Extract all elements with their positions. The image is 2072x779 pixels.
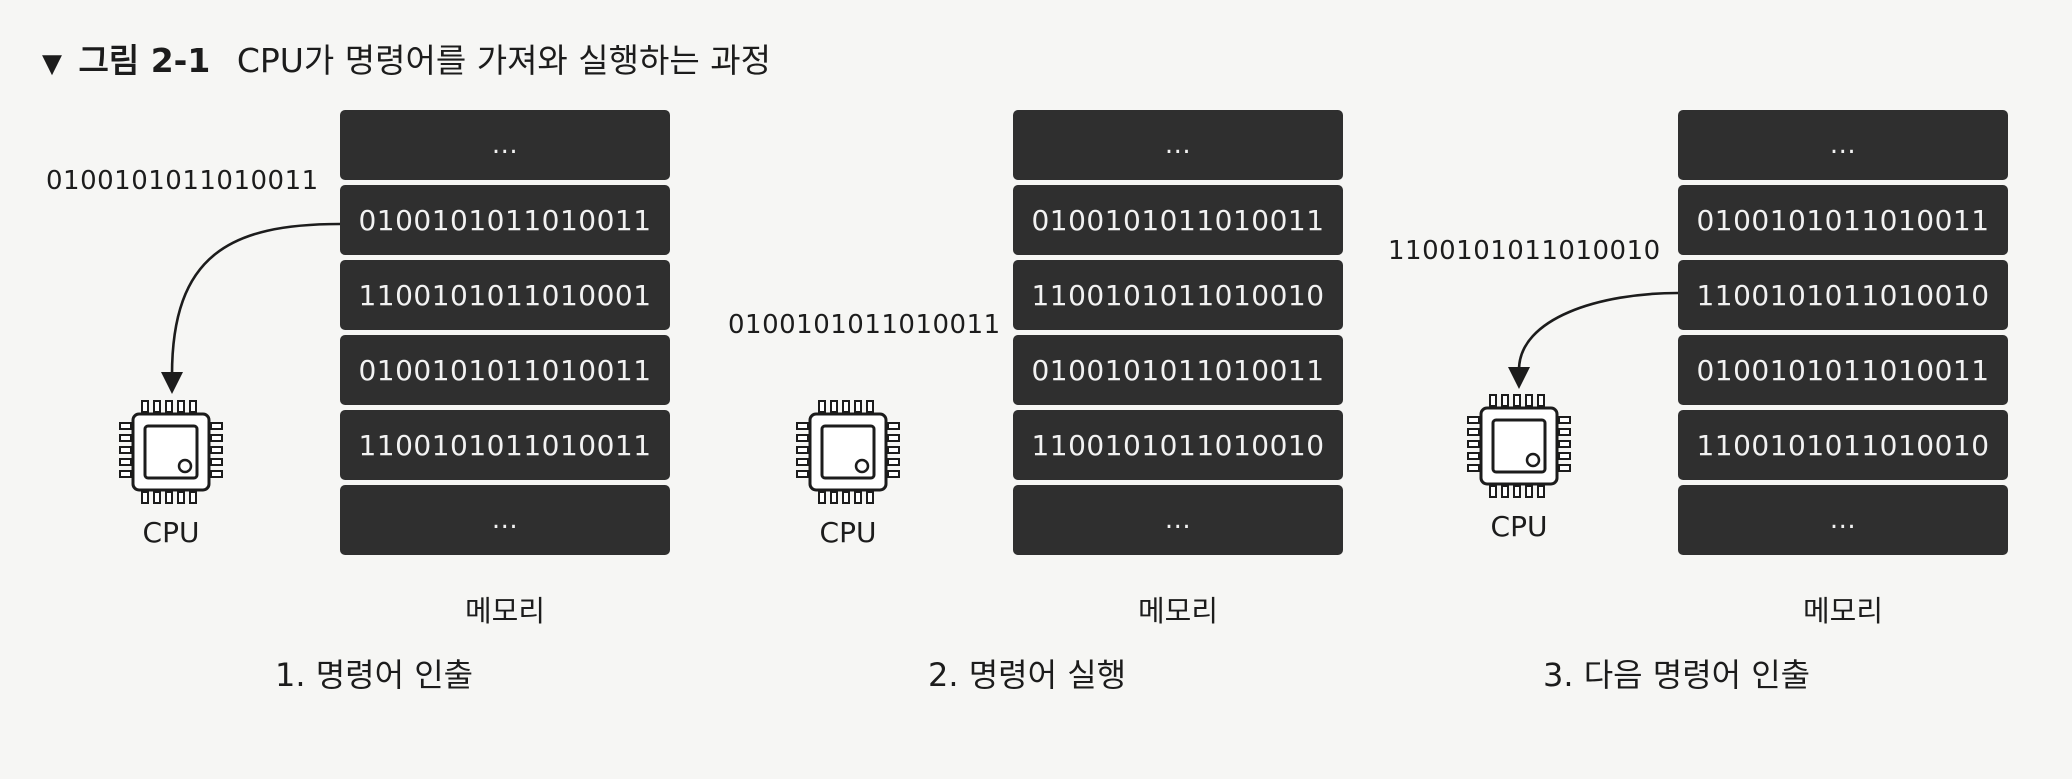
fetched-instruction: 0100101011010011 [46,166,319,196]
step-label: 1. 명령어 인출 [275,656,474,694]
figure-caption: ▼ 그림 2-1 CPU가 명령어를 가져와 실행하는 과정 [42,34,771,82]
cpu-label: CPU [819,516,877,549]
memory-cell: 0100101011010011 [1013,185,1343,255]
memory-cell: ... [1678,485,2008,555]
memory-label: 메모리 [1137,594,1219,628]
memory-cell: 1100101011010010 [1013,410,1343,480]
memory-cell: 0100101011010011 [1678,335,2008,405]
step-label: 3. 다음 명령어 인출 [1543,656,1811,694]
memory-cell: ... [340,485,670,555]
memory-cell: ... [340,110,670,180]
caption-marker: ▼ [42,49,62,79]
panel-next-fetch: 1100101011010010 ... 0100101011010011 11… [1345,0,2025,779]
memory-cell: 1100101011010010 [1678,410,2008,480]
caption-text: CPU가 명령어를 가져와 실행하는 과정 [236,41,771,80]
memory-cell: 1100101011010010 [1013,260,1343,330]
next-instruction: 1100101011010010 [1388,236,1661,266]
memory-cell: 0100101011010011 [340,335,670,405]
caption-label: 그림 2-1 [78,41,211,80]
panel-fetch: 0100101011010011 ... 0100101011010011 11… [0,0,680,779]
memory-cell: 1100101011010010 [1678,260,2008,330]
step-label: 2. 명령어 실행 [928,656,1127,694]
executing-instruction: 0100101011010011 [728,310,1001,340]
memory-label: 메모리 [1802,594,1884,628]
memory-cell: 0100101011010011 [340,185,670,255]
memory-cell: 1100101011010001 [340,260,670,330]
memory-cell: ... [1013,110,1343,180]
memory-cell: 0100101011010011 [1678,185,2008,255]
cpu-chip-icon [796,400,900,504]
cpu-label: CPU [1490,510,1548,543]
memory-stack: ... 0100101011010011 1100101011010010 01… [1013,110,1343,560]
cpu-label: CPU [142,516,200,549]
cpu-chip-icon [1467,394,1571,498]
memory-stack: ... 0100101011010011 1100101011010010 01… [1678,110,2008,560]
memory-cell: ... [1678,110,2008,180]
memory-stack: ... 0100101011010011 1100101011010001 01… [340,110,670,560]
curved-arrow-icon [161,222,341,394]
panel-execute: 0100101011010011 ... 0100101011010011 11… [675,0,1355,779]
curved-arrow-icon [1508,291,1679,389]
memory-cell: 1100101011010011 [340,410,670,480]
memory-label: 메모리 [464,594,546,628]
cpu-chip-icon [119,400,223,504]
memory-cell: ... [1013,485,1343,555]
memory-cell: 0100101011010011 [1013,335,1343,405]
